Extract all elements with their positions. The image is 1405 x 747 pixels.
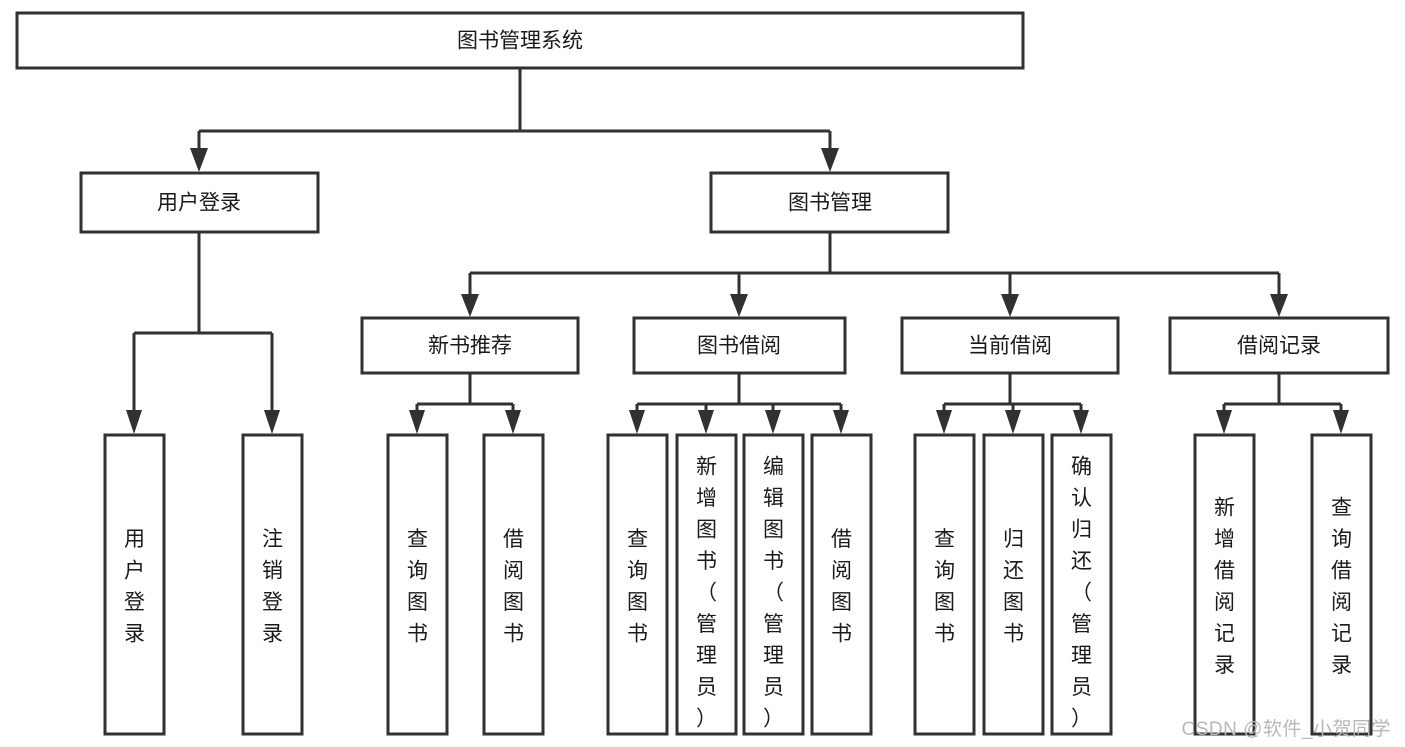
arrow-head-leaf-user-login <box>126 410 142 434</box>
node-root-rect[interactable] <box>15 11 1025 70</box>
leaf-node-label: 借阅图书 <box>831 528 852 646</box>
node-new-book-recommend[interactable]: 新书推荐 <box>360 316 580 375</box>
leaf-node-label: 查询图书 <box>407 528 428 646</box>
arrow-head-borrow <box>730 294 748 317</box>
arrow-head-user-login <box>190 148 208 172</box>
leaf-node-label: 查询图书 <box>627 528 648 646</box>
leaf-node-rect[interactable] <box>241 433 304 736</box>
leaf-node-label: 查询借阅记录 <box>1331 497 1352 678</box>
leaf-node-layer: 用户登录 注销登录 查询图书 借阅图书 查询图书 新增图书（管理员） 编辑图书（管理员） 借阅… <box>103 433 1373 736</box>
node-new-book-recommend-rect[interactable] <box>360 316 580 375</box>
arrow-head-newbook-l2 <box>505 410 521 434</box>
leaf-node-label: 确认归还（管理员） <box>1071 456 1092 731</box>
node-root[interactable]: 图书管理系统 <box>15 11 1025 70</box>
arrow-head-current-l3 <box>1073 410 1089 434</box>
arrow-head-borrow-l2 <box>698 410 714 434</box>
leaf-node-label: 归还图书 <box>1003 528 1024 646</box>
leaf-node[interactable]: 借阅图书 <box>482 433 545 736</box>
arrow-head-newbook-l1 <box>409 410 425 434</box>
arrow-head-leaf-logout <box>264 410 280 434</box>
leaf-node-rect[interactable] <box>982 433 1045 736</box>
leaf-node-rect[interactable] <box>1310 433 1373 736</box>
arrow-head-record-l2 <box>1333 410 1349 434</box>
leaf-node-label: 编辑图书（管理员） <box>763 456 784 731</box>
connector-group-user-login <box>126 232 280 434</box>
arrow-head-record-l1 <box>1216 410 1232 434</box>
leaf-node-label: 用户登录 <box>124 528 145 646</box>
connector-group-record <box>1216 373 1349 434</box>
arrow-head-current <box>1001 294 1019 317</box>
leaf-node-label: 借阅图书 <box>503 528 524 646</box>
node-borrow-record-label: 借阅记录 <box>1237 335 1321 358</box>
leaf-node-rect[interactable] <box>742 433 805 736</box>
node-borrow-record-rect[interactable] <box>1168 316 1390 375</box>
leaf-node[interactable]: 借阅图书 <box>810 433 873 736</box>
leaf-node[interactable]: 查询图书 <box>913 433 976 736</box>
leaf-node[interactable]: 注销登录 <box>241 433 304 736</box>
connector-group-newbook <box>409 373 521 434</box>
arrow-head-borrow-l4 <box>833 410 849 434</box>
node-new-book-recommend-label: 新书推荐 <box>428 335 512 358</box>
leaf-node[interactable]: 查询图书 <box>386 433 449 736</box>
watermark-text: CSDN @软件_小贺同学 <box>1181 719 1391 740</box>
connector-group-book-manage <box>461 232 1288 317</box>
leaf-node[interactable]: 确认归还（管理员） <box>1050 433 1113 736</box>
node-user-login-rect[interactable] <box>79 171 320 234</box>
leaf-node-rect[interactable] <box>810 433 873 736</box>
leaf-node[interactable]: 归还图书 <box>982 433 1045 736</box>
arrow-head-borrow-l3 <box>765 410 781 434</box>
leaf-node-rect[interactable] <box>1050 433 1113 736</box>
node-root-label: 图书管理系统 <box>457 30 583 53</box>
arrow-head-newbook <box>461 294 479 317</box>
node-book-borrow-label: 图书借阅 <box>697 335 781 358</box>
leaf-node-rect[interactable] <box>1193 433 1256 736</box>
node-user-login-label: 用户登录 <box>157 192 241 215</box>
leaf-node-label: 新增借阅记录 <box>1214 497 1235 678</box>
node-borrow-record[interactable]: 借阅记录 <box>1168 316 1390 375</box>
connector-group-root <box>190 68 839 172</box>
leaf-node-rect[interactable] <box>675 433 738 736</box>
leaf-node[interactable]: 用户登录 <box>103 433 166 736</box>
node-current-borrow-label: 当前借阅 <box>968 335 1052 358</box>
node-book-manage[interactable]: 图书管理 <box>709 171 950 234</box>
node-current-borrow[interactable]: 当前借阅 <box>900 316 1120 375</box>
arrow-head-borrow-l1 <box>629 410 645 434</box>
leaf-node[interactable]: 新增图书（管理员） <box>675 433 738 736</box>
leaf-node-label: 查询图书 <box>934 528 955 646</box>
node-current-borrow-rect[interactable] <box>900 316 1120 375</box>
connector-group-borrow <box>629 373 849 434</box>
leaf-node-rect[interactable] <box>386 433 449 736</box>
node-book-borrow[interactable]: 图书借阅 <box>632 316 847 375</box>
node-book-borrow-rect[interactable] <box>632 316 847 375</box>
leaf-node[interactable]: 查询借阅记录 <box>1310 433 1373 736</box>
leaf-node-rect[interactable] <box>913 433 976 736</box>
leaf-node[interactable]: 新增借阅记录 <box>1193 433 1256 736</box>
node-user-login[interactable]: 用户登录 <box>79 171 320 234</box>
leaf-node-rect[interactable] <box>606 433 669 736</box>
leaf-node[interactable]: 编辑图书（管理员） <box>742 433 805 736</box>
leaf-node-label: 新增图书（管理员） <box>696 456 717 731</box>
arrow-head-book-manage <box>821 148 839 172</box>
leaf-node[interactable]: 查询图书 <box>606 433 669 736</box>
arrow-head-current-l1 <box>936 410 952 434</box>
arrow-head-current-l2 <box>1005 410 1021 434</box>
connector-group-current <box>936 373 1089 434</box>
leaf-node-label: 注销登录 <box>262 528 283 646</box>
leaf-node-rect[interactable] <box>482 433 545 736</box>
leaf-node-rect[interactable] <box>103 433 166 736</box>
arrow-head-record <box>1270 294 1288 317</box>
node-book-manage-rect[interactable] <box>709 171 950 234</box>
node-book-manage-label: 图书管理 <box>788 192 872 215</box>
